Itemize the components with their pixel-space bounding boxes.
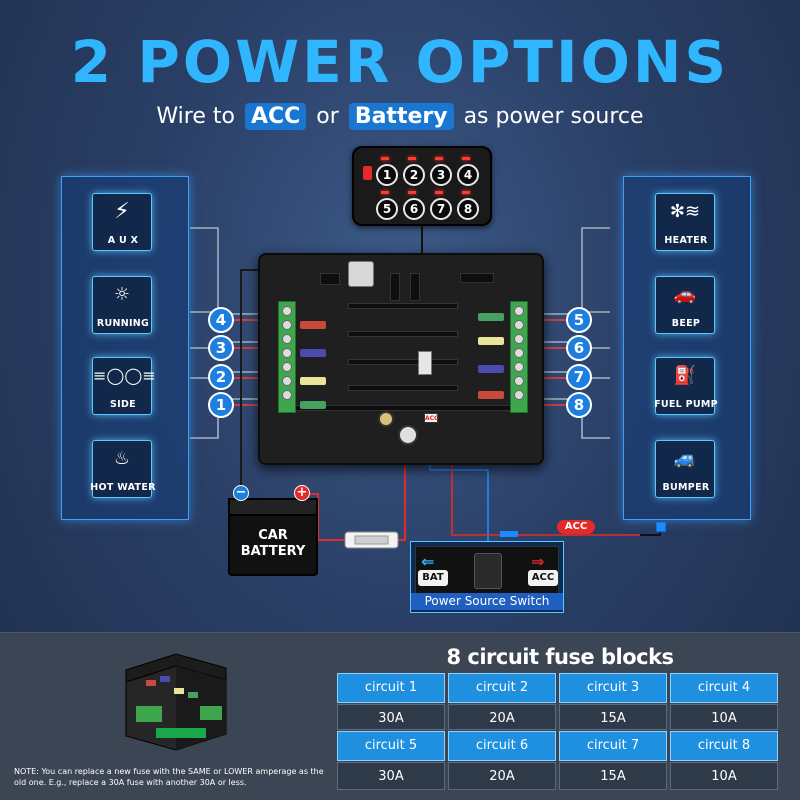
switch-caption: Power Source Switch — [411, 593, 563, 610]
tile-label: SIDE — [110, 399, 136, 410]
circuit-badge-1: 1 — [208, 392, 234, 418]
fuse-10a[interactable] — [300, 401, 326, 409]
tile-label: BEEP — [671, 318, 701, 329]
arrow-left-icon: ⇐ — [421, 552, 435, 571]
relay-module — [418, 351, 432, 375]
battery-label-line2: BATTERY — [240, 544, 306, 559]
heater-fan-icon: ✻≋ — [669, 201, 701, 222]
table-cell: 20A — [448, 762, 556, 790]
circuit-badge-7: 7 — [566, 364, 592, 390]
table-cell: 10A — [670, 762, 778, 790]
beep-car-icon: 🚗 — [673, 284, 697, 305]
lightning-icon: ⚡ — [114, 199, 130, 224]
circuit-badge-3: 3 — [208, 335, 234, 361]
fuse-note: NOTE: You can replace a new fuse with th… — [14, 767, 324, 787]
table-header: circuit 1 — [337, 673, 445, 703]
fuse-10a[interactable] — [478, 313, 504, 321]
left-terminal-block — [278, 301, 296, 413]
table-header: circuit 3 — [559, 673, 667, 703]
table-header: circuit 8 — [670, 731, 778, 761]
battery-pill: Battery — [348, 103, 454, 130]
battery-label-line1: CAR — [258, 528, 288, 543]
accessory-tile-side[interactable]: ≡◯◯≡ SIDE — [92, 357, 156, 415]
circuit-badge-2: 2 — [208, 364, 234, 390]
arrow-right-icon: ⇒ — [531, 552, 545, 571]
acc-pill: ACC — [244, 103, 307, 130]
table-cell: 10A — [670, 704, 778, 730]
fuse-box-product-image — [125, 653, 227, 751]
controller-button-5[interactable]: 5 — [376, 198, 398, 220]
power-indicator-icon — [363, 166, 372, 180]
ground-terminal — [378, 411, 394, 427]
fuse-table: circuit 1 circuit 2 circuit 3 circuit 4 … — [337, 673, 781, 791]
fuse-30a[interactable] — [300, 321, 326, 329]
subline-suffix: as power source — [463, 104, 644, 129]
table-header: circuit 2 — [448, 673, 556, 703]
table-header: circuit 7 — [559, 731, 667, 761]
circuit-badge-8: 8 — [566, 392, 592, 418]
circuit-badge-5: 5 — [566, 307, 592, 333]
controller-button-1[interactable]: 1 — [376, 164, 398, 186]
fuse-20a[interactable] — [300, 349, 326, 357]
car-battery: CAR BATTERY — [228, 498, 318, 576]
table-header: circuit 5 — [337, 731, 445, 761]
accessory-tile-heater[interactable]: ✻≋ HEATER — [655, 193, 715, 251]
tile-label: HEATER — [664, 235, 708, 246]
fuse-20a[interactable] — [478, 365, 504, 373]
accessory-tile-running[interactable]: ☼ RUNNING — [92, 276, 152, 334]
table-header: circuit 4 — [670, 673, 778, 703]
tile-label: HOT WATER — [90, 482, 156, 493]
table-header: circuit 6 — [448, 731, 556, 761]
accessory-tile-aux[interactable]: ⚡ A U X — [92, 193, 152, 251]
tile-label: FUEL PUMP — [654, 399, 718, 410]
fuse-table-title: 8 circuit fuse blocks — [446, 645, 674, 669]
tile-label: BUMPER — [662, 482, 710, 493]
subline-or: or — [316, 104, 339, 129]
controller-button-2[interactable]: 2 — [403, 164, 425, 186]
table-cell: 15A — [559, 704, 667, 730]
subheadline: Wire to ACC or Battery as power source — [0, 103, 800, 130]
accessory-tile-hot-water[interactable]: ♨ HOT WATER — [90, 440, 155, 498]
table-cell: 30A — [337, 762, 445, 790]
right-terminal-block — [510, 301, 528, 413]
tile-label: A U X — [107, 235, 139, 246]
bumper-car-icon: 🚙 — [673, 448, 697, 469]
fuel-pump-icon: ⛽ — [673, 365, 697, 386]
side-light-icon: ≡◯◯≡ — [93, 366, 156, 385]
accessory-tile-fuel-pump[interactable]: ⛽ FUEL PUMP — [654, 357, 718, 415]
table-cell: 30A — [337, 704, 445, 730]
controller-button-7[interactable]: 7 — [430, 198, 452, 220]
accessory-tile-beep[interactable]: 🚗 BEEP — [655, 276, 715, 334]
bat-tag: BAT — [418, 570, 448, 586]
accessory-tile-bumper[interactable]: 🚙 BUMPER — [655, 440, 715, 498]
fuse-box: ACC — [258, 253, 544, 465]
power-terminal — [398, 425, 418, 445]
controller-button-3[interactable]: 3 — [430, 164, 452, 186]
table-cell: 20A — [448, 704, 556, 730]
controller-button-8[interactable]: 8 — [457, 198, 479, 220]
circuit-badge-6: 6 — [566, 335, 592, 361]
controller-button-6[interactable]: 6 — [403, 198, 425, 220]
acc-switch-tag: ACC — [528, 570, 558, 586]
acc-terminal-tag: ACC — [424, 413, 439, 423]
acc-wire-tag: ACC — [557, 520, 595, 534]
positive-terminal-icon: + — [294, 485, 310, 501]
power-toggle[interactable] — [348, 261, 374, 287]
hot-water-icon: ♨ — [113, 448, 131, 469]
fuse-15a[interactable] — [478, 337, 504, 345]
circuit-badge-4: 4 — [208, 307, 234, 333]
headline: 2 POWER OPTIONS — [70, 28, 730, 96]
rocker-switch[interactable] — [474, 553, 502, 589]
fuse-30a[interactable] — [478, 391, 504, 399]
subline-prefix: Wire to — [156, 104, 235, 129]
power-source-switch[interactable]: ⇐ ⇒ BAT ACC Power Source Switch — [410, 541, 564, 613]
fuse-15a[interactable] — [300, 377, 326, 385]
negative-terminal-icon: − — [233, 485, 249, 501]
tile-label: RUNNING — [96, 318, 150, 329]
controller-button-4[interactable]: 4 — [457, 164, 479, 186]
running-light-icon: ☼ — [113, 284, 131, 305]
table-cell: 15A — [559, 762, 667, 790]
switch-panel-controller: 1 2 3 4 5 6 7 8 — [352, 146, 492, 226]
